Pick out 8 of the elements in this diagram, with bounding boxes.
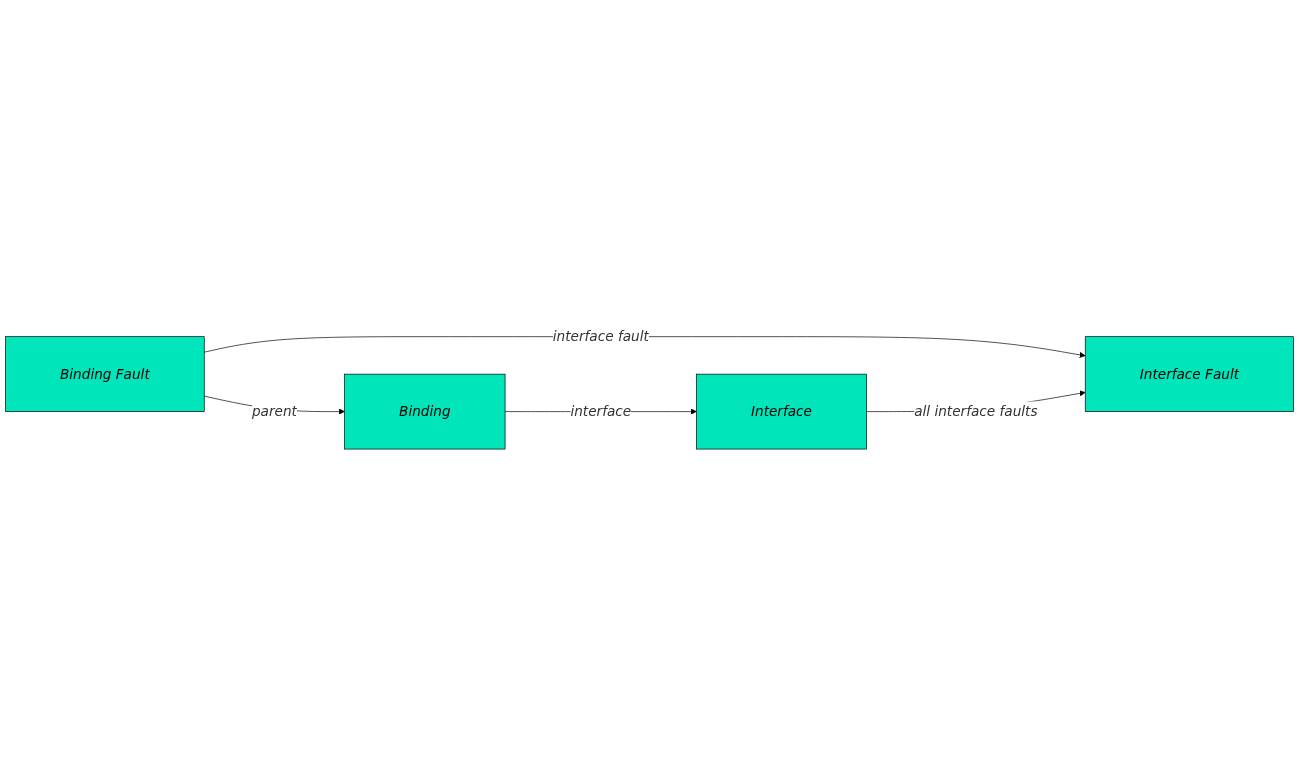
edge-label: parent <box>251 403 297 421</box>
edge-label: interface fault <box>552 328 649 346</box>
node-box: Binding Fault <box>5 336 205 413</box>
edge-label: all interface faults <box>914 403 1038 421</box>
node-box: Binding <box>344 374 506 450</box>
node-box: Interface <box>696 374 867 450</box>
node-box: Interface Fault <box>1084 336 1294 413</box>
edge-label: interface <box>570 403 632 421</box>
